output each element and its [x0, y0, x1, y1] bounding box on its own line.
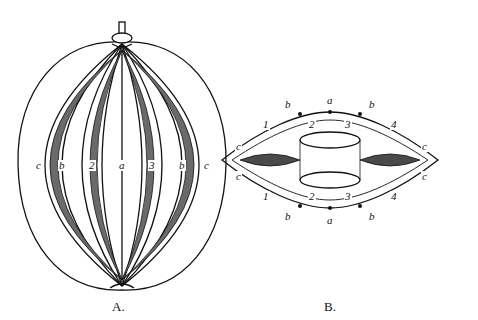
part-letter: 4	[390, 119, 398, 130]
part-letter: b	[284, 211, 292, 222]
part-letter: 2	[308, 191, 316, 202]
part-letter: 3	[344, 191, 352, 202]
part-letter: a	[326, 215, 334, 226]
part-letter: c	[235, 141, 242, 152]
part-letter: b	[284, 99, 292, 110]
figure-caption: A.	[111, 300, 126, 313]
part-letter: 4	[390, 191, 398, 202]
part-letter: b	[368, 211, 376, 222]
part-letter: a	[326, 95, 334, 106]
part-letter: c	[235, 171, 242, 182]
part-letter: c	[421, 171, 428, 182]
part-letter: a	[118, 160, 126, 171]
figure-caption: B.	[323, 300, 337, 313]
part-letter: b	[178, 160, 186, 171]
part-letter: c	[35, 160, 42, 171]
part-letter: b	[368, 99, 376, 110]
part-letter: 1	[262, 191, 270, 202]
part-letter: 2	[88, 160, 96, 171]
part-letter: 1	[262, 119, 270, 130]
part-letter: c	[421, 141, 428, 152]
part-letter: b	[58, 160, 66, 171]
part-letter: 3	[344, 119, 352, 130]
part-letter: 2	[308, 119, 316, 130]
part-letter: 3	[148, 160, 156, 171]
part-letter: c	[203, 160, 210, 171]
